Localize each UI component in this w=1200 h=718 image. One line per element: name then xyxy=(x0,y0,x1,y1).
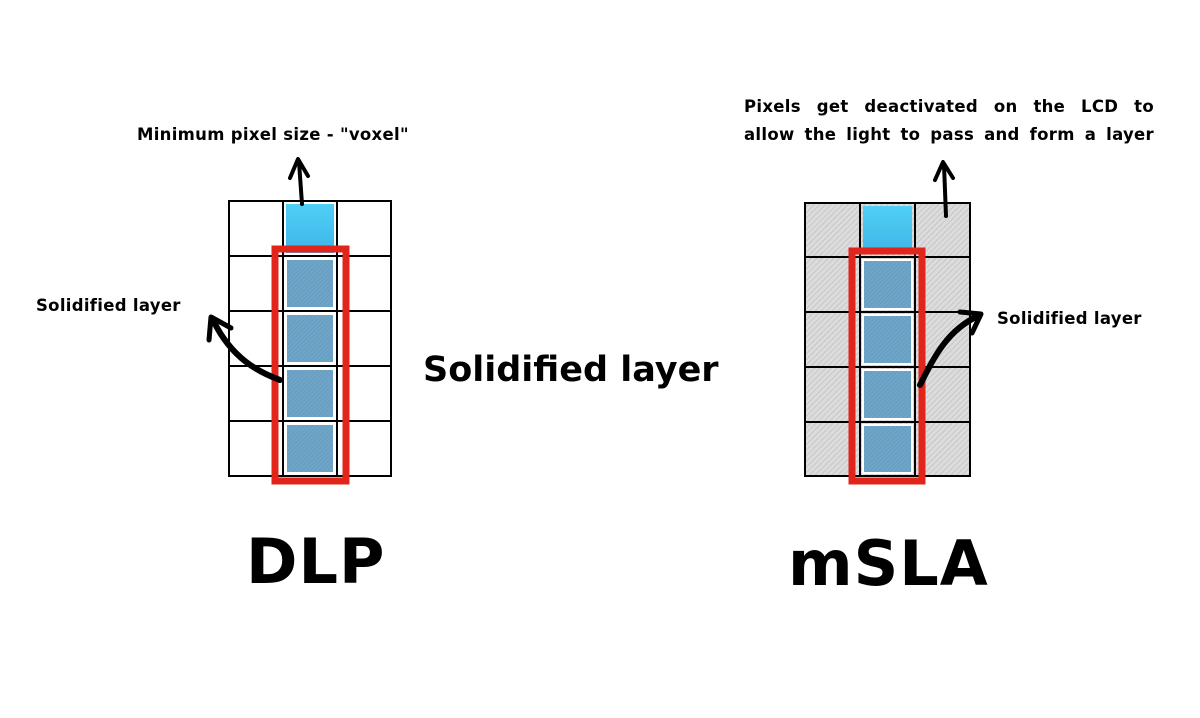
msla-solid-cell xyxy=(862,424,913,474)
msla-title: mSLA xyxy=(788,527,989,600)
arrow-up-icon xyxy=(288,157,310,206)
center-layer-label: Solidified layer xyxy=(423,350,719,390)
dlp-solid-cell xyxy=(285,258,335,309)
msla-solid-cell xyxy=(862,259,913,310)
msla-layer-label: Solidified layer xyxy=(997,309,1142,328)
dlp-pixel-grid xyxy=(228,200,392,485)
dlp-voxel-cell xyxy=(286,204,334,253)
msla-note-line-2: allow the light to pass and form a layer xyxy=(744,125,1154,144)
msla-note-line-1: Pixels get deactivated on the LCD to xyxy=(744,97,1154,116)
dlp-solid-cell xyxy=(285,423,335,474)
msla-layer-highlight xyxy=(848,247,926,485)
msla-solid-cell xyxy=(862,369,913,420)
msla-voxel-cell xyxy=(863,206,912,254)
curved-arrow-icon xyxy=(206,314,283,383)
msla-pixel-grid xyxy=(804,202,971,485)
dlp-solid-cell xyxy=(285,313,335,364)
dlp-layer-label: Solidified layer xyxy=(36,296,181,315)
curved-arrow-icon xyxy=(917,309,984,388)
dlp-solid-cell xyxy=(285,368,335,419)
dlp-title: DLP xyxy=(246,525,386,598)
dlp-layer-highlight xyxy=(271,245,350,485)
arrow-up-icon xyxy=(933,160,955,218)
msla-note: Pixels get deactivated on the LCD to all… xyxy=(744,93,1154,149)
dlp-voxel-label: Minimum pixel size - "voxel" xyxy=(137,125,409,144)
msla-solid-cell xyxy=(862,314,913,365)
